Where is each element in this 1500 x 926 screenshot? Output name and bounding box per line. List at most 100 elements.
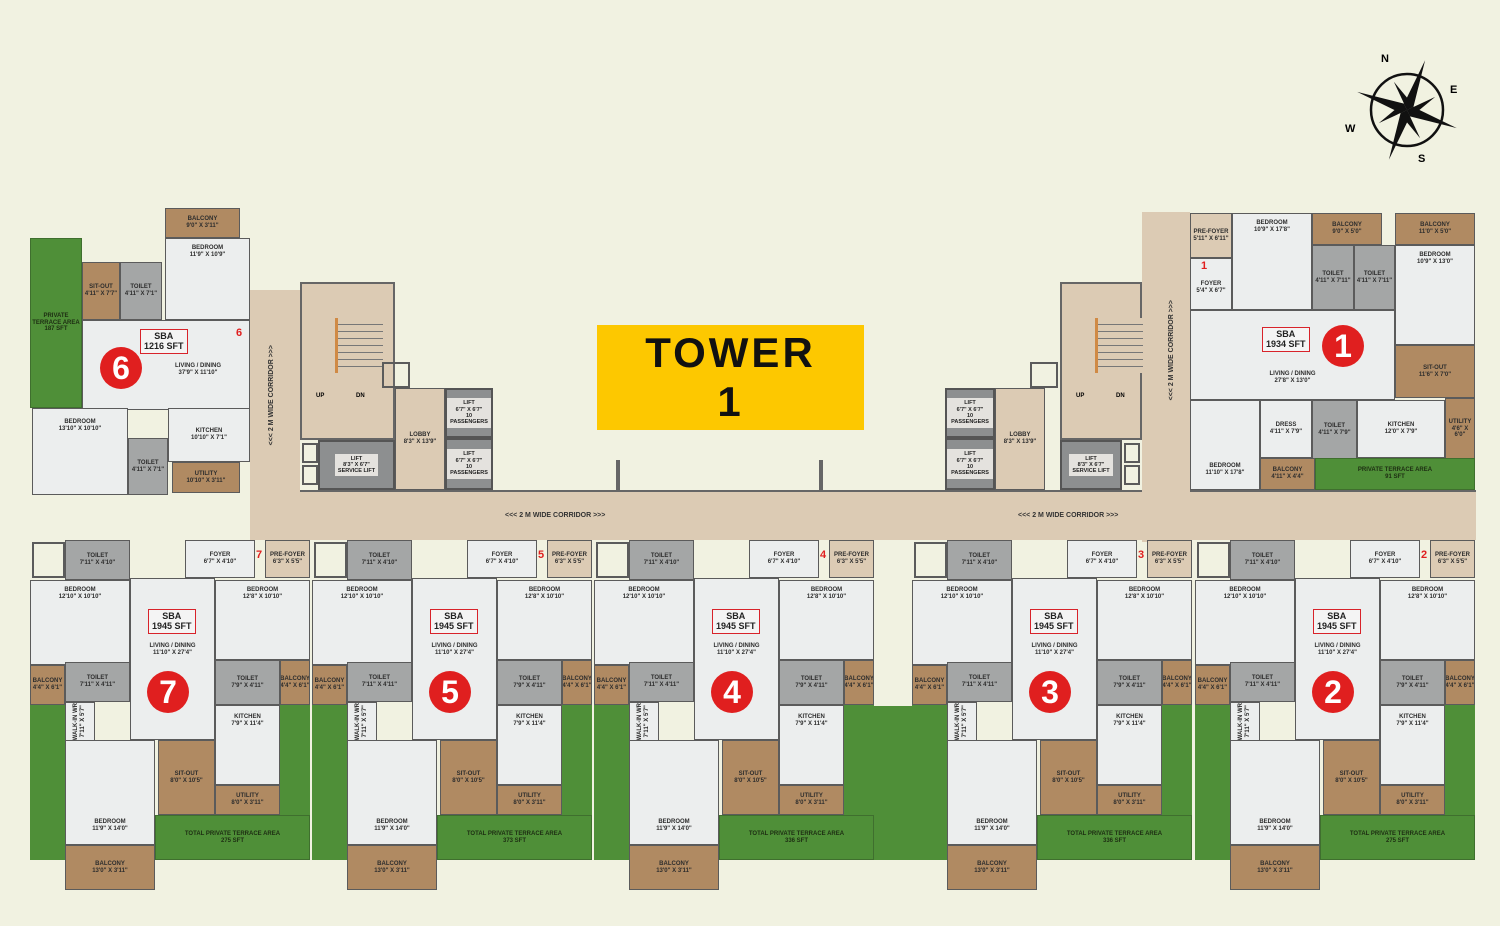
- room-name: BALCONY: [596, 678, 627, 685]
- room-name: TOILET: [368, 553, 391, 560]
- room-name: LIVING / DINING: [713, 643, 760, 649]
- room-size: 4'4" X 6'1": [314, 685, 345, 691]
- room-size: 7'11" X 4'11": [961, 682, 998, 688]
- room-name: BEDROOM: [376, 819, 408, 825]
- lift-capacity: 10 PASSENGERS: [450, 413, 488, 426]
- room-name: BEDROOM: [1229, 587, 1261, 593]
- room-size: 7'9" X 4'11": [1396, 682, 1429, 689]
- room-size: 7'9" X 11'4": [231, 720, 264, 727]
- room-name: BEDROOM: [64, 419, 96, 425]
- sba-value: 1945 SFT: [152, 621, 192, 632]
- room-size: 275 SFT: [1385, 837, 1409, 844]
- room-size: 7'11" X 5'7": [962, 705, 968, 739]
- door-number: 2: [1421, 549, 1427, 561]
- room-size: 7'11" X 4'11": [643, 682, 680, 688]
- room-size: 13'0" X 3'11": [656, 867, 692, 874]
- dn-text: DN: [1116, 393, 1125, 399]
- room-name: BEDROOM: [1209, 463, 1241, 469]
- sba-label: SBA: [444, 611, 464, 621]
- room-size: 187 SFT: [44, 326, 68, 333]
- terrace-strip: [594, 705, 629, 860]
- room-size: 8'0" X 3'11": [231, 800, 264, 806]
- room-name: SIT-OUT: [174, 770, 199, 777]
- room-name: BEDROOM: [1259, 819, 1291, 825]
- room-size: 10'10" X 7'1": [191, 435, 227, 441]
- door-number-text: 4: [820, 549, 827, 561]
- room-name: FOYER: [209, 552, 231, 559]
- room-name: BEDROOM: [1419, 252, 1451, 258]
- corridor-label-vertical-right: <<< 2 M WIDE CORRIDOR >>>: [1168, 300, 1175, 401]
- room-size: 7'9" X 11'4": [795, 720, 828, 727]
- unit-number-marker: 5: [429, 671, 471, 713]
- room-name: WALK-IN WR: [955, 703, 962, 741]
- lift-size: 6'7" X 6'7": [455, 457, 483, 464]
- lift-capacity: 10 PASSENGERS: [951, 413, 989, 426]
- room-name: LIVING / DINING: [1031, 643, 1078, 649]
- up-text: UP: [316, 393, 325, 399]
- room-size: 7'9" X 4'11": [795, 682, 828, 689]
- lift-name: LIFT: [1085, 455, 1097, 462]
- room-name: BALCONY: [844, 675, 874, 682]
- room-name: BALCONY: [914, 678, 945, 685]
- room-name: KITCHEN: [234, 714, 261, 720]
- unit-number: 6: [112, 349, 130, 386]
- room-name: BEDROOM: [1256, 220, 1288, 226]
- room-name: BALCONY: [32, 678, 63, 685]
- room-size: 12'10" X 10'10": [340, 593, 384, 600]
- room-name: TOILET: [1251, 553, 1274, 560]
- room-size: 11'9" X 14'0": [656, 825, 692, 832]
- room-name: UTILITY: [800, 793, 823, 800]
- room-name: BEDROOM: [976, 819, 1008, 825]
- room-name: LIVING / DINING: [1314, 643, 1361, 649]
- room-name: PRE-FOYER: [551, 552, 587, 559]
- room-size: 91 SFT: [1385, 474, 1405, 480]
